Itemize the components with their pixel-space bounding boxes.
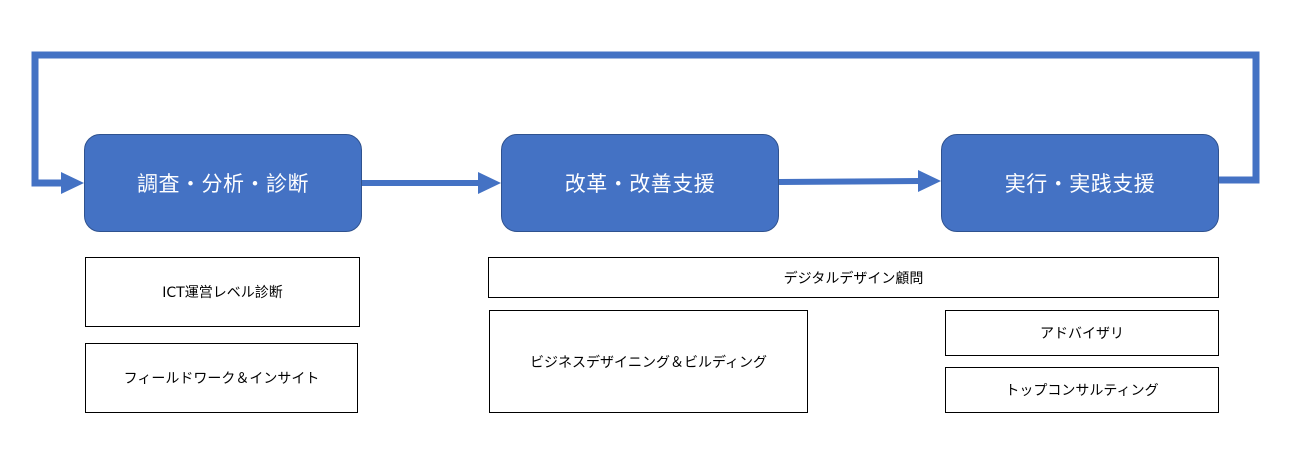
stage-survey-analysis-diagnosis: 調査・分析・診断 — [84, 134, 362, 232]
arrow-reform-to-execute-line — [778, 178, 921, 185]
service-advisory-label: アドバイザリ — [1040, 326, 1124, 342]
stage-reform-improvement-support: 改革・改善支援 — [501, 134, 779, 232]
arrow-survey-to-reform-head — [478, 172, 501, 194]
service-digital-design-label: デジタルデザイン顧問 — [783, 270, 924, 287]
service-top-consulting: トップコンサルティング — [945, 367, 1219, 413]
service-ict-diagnosis: ICT運営レベル診断 — [85, 257, 360, 327]
service-top-consulting-label: トップコンサルティング — [1005, 383, 1159, 399]
service-business-design-label: ビジネスデザイニング＆ビルディング — [529, 354, 768, 371]
service-digital-design-advisor: デジタルデザイン顧問 — [488, 257, 1219, 298]
feedback-loop-line — [31, 51, 1260, 187]
stage-execution-practice-support: 実行・実践支援 — [941, 134, 1219, 232]
service-fieldwork-insight: フィールドワーク＆インサイト — [85, 343, 358, 413]
stage-reform-label: 改革・改善支援 — [564, 172, 716, 196]
arrow-reform-to-execute-head — [918, 170, 941, 192]
service-ict-diagnosis-label: ICT運営レベル診断 — [162, 285, 283, 301]
feedback-loop-arrowhead — [61, 172, 84, 194]
stage-survey-label: 調査・分析・診断 — [137, 172, 309, 196]
service-business-designing-building: ビジネスデザイニング＆ビルディング — [489, 310, 808, 413]
stage-execute-label: 実行・実践支援 — [1004, 172, 1156, 196]
service-advisory: アドバイザリ — [945, 310, 1219, 356]
service-fieldwork-label: フィールドワーク＆インサイト — [123, 371, 320, 387]
